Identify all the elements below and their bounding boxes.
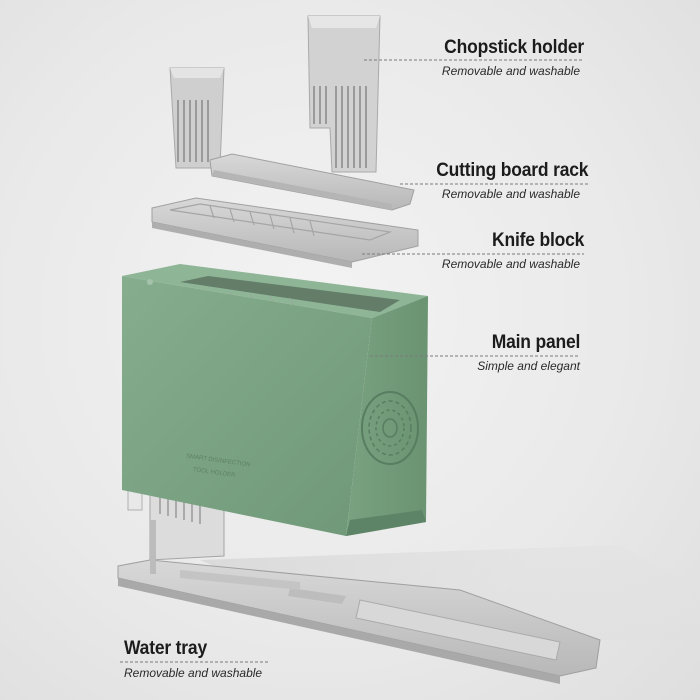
water-tray-title: Water tray: [124, 638, 208, 659]
knife-block-title: Knife block: [491, 230, 584, 251]
chopstick-holder-subtitle: Removable and washable: [441, 64, 580, 78]
product-label-line2: TOOL HOLDER: [193, 467, 237, 479]
chopstick-holder: [169, 15, 381, 173]
cutting-board-rack-subtitle: Removable and washable: [441, 187, 580, 201]
fan-vent: [361, 391, 419, 465]
main-panel-subtitle: Simple and elegant: [477, 359, 580, 373]
cutting-board-rack-title: Cutting board rack: [435, 160, 588, 181]
main-panel-title: Main panel: [491, 332, 581, 353]
cutting-board-rack: [209, 153, 415, 211]
main-panel: SMART DISINFECTION TOOL HOLDER: [122, 264, 428, 536]
water-tray-subtitle: Removable and washable: [124, 666, 263, 680]
water-tray: [117, 559, 601, 684]
leader-lines: [120, 59, 588, 663]
chopstick-holder-title: Chopstick holder: [444, 37, 584, 58]
knife-block: [151, 197, 419, 268]
knife-block-subtitle: Removable and washable: [441, 257, 580, 271]
